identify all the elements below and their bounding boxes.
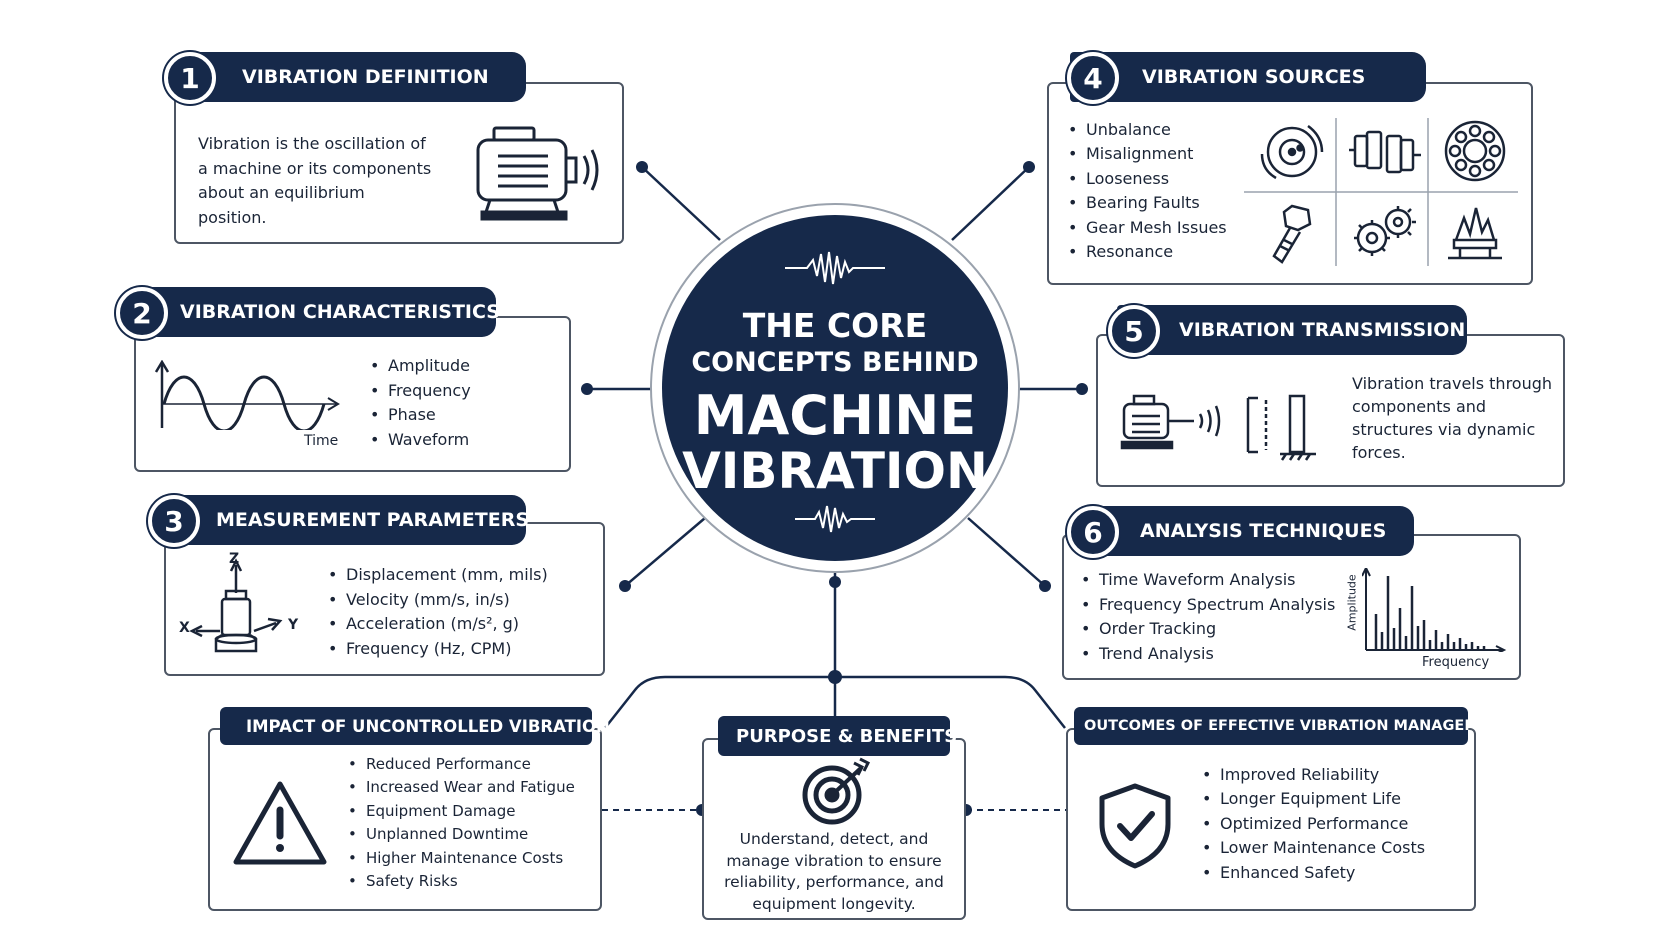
- list-item: Bearing Faults: [1066, 191, 1227, 216]
- list-item: Frequency (Hz, CPM): [326, 637, 548, 662]
- list-item: Looseness: [1066, 167, 1227, 192]
- section-transmission-badge: 5: [1108, 305, 1160, 357]
- center-title-line4: VIBRATION: [682, 442, 988, 500]
- resonance-structure-icon: [1442, 200, 1508, 264]
- section-transmission-title: VIBRATION TRANSMISSION: [1179, 319, 1466, 341]
- section-characteristics-badge: 2: [116, 287, 168, 339]
- section-sources-title: VIBRATION SOURCES: [1142, 66, 1366, 88]
- unbalance-rotor-icon: [1256, 118, 1328, 184]
- list-item: Unplanned Downtime: [346, 823, 575, 847]
- section-definition-title: VIBRATION DEFINITION: [242, 66, 489, 88]
- section-transmission-text: Vibration travels through components and…: [1352, 374, 1553, 462]
- list-item: Phase: [368, 403, 471, 428]
- sine-wave-icon: [152, 360, 342, 430]
- section-characteristics-title: VIBRATION CHARACTERISTICS: [180, 301, 500, 323]
- section-sources-badge: 4: [1067, 52, 1119, 104]
- analysis-list: Time Waveform Analysis Frequency Spectru…: [1079, 568, 1335, 666]
- list-item: Safety Risks: [346, 870, 575, 894]
- purpose-card: [702, 738, 966, 920]
- list-item: Gear Mesh Issues: [1066, 216, 1227, 241]
- accelerometer-sensor-icon: [180, 553, 300, 657]
- list-item: Amplitude: [368, 354, 471, 379]
- sources-grid-lines: [1244, 118, 1518, 266]
- spectrum-y-axis-label: Amplitude: [1345, 574, 1359, 631]
- list-item: Enhanced Safety: [1200, 861, 1425, 886]
- list-item: Displacement (mm, mils): [326, 563, 548, 588]
- section-measurement-badge: 3: [148, 495, 200, 547]
- list-item: Order Tracking: [1079, 617, 1335, 642]
- outcomes-list: Improved Reliability Longer Equipment Li…: [1200, 763, 1425, 885]
- frequency-spectrum-icon: [1362, 568, 1508, 652]
- section-measurement-header: MEASUREMENT PARAMETERS: [180, 495, 530, 545]
- vibration-wave-icon: [785, 248, 885, 288]
- section-sources-header: VIBRATION SOURCES: [1070, 52, 1426, 102]
- list-item: Equipment Damage: [346, 800, 575, 824]
- impact-title: IMPACT OF UNCONTROLLED VIBRATION: [246, 716, 610, 736]
- section-analysis-badge: 6: [1067, 506, 1119, 558]
- list-item: Optimized Performance: [1200, 812, 1425, 837]
- center-title-line2: CONCEPTS BEHIND: [691, 347, 979, 378]
- motor-transmission-wall-icon: [1120, 392, 1320, 462]
- target-arrow-icon: [798, 757, 874, 827]
- list-item: Lower Maintenance Costs: [1200, 836, 1425, 861]
- list-item: Misalignment: [1066, 142, 1227, 167]
- section-measurement-title: MEASUREMENT PARAMETERS: [216, 509, 530, 531]
- electric-motor-vibrating-icon: [468, 122, 608, 222]
- section-analysis-header: ANALYSIS TECHNIQUES: [1080, 506, 1414, 556]
- list-item: Time Waveform Analysis: [1079, 568, 1335, 593]
- list-item: Unbalance: [1066, 118, 1227, 143]
- list-item: Frequency Spectrum Analysis: [1079, 593, 1335, 618]
- sources-list: Unbalance Misalignment Looseness Bearing…: [1066, 118, 1227, 265]
- outcomes-header: OUTCOMES OF EFFECTIVE VIBRATION MANAGEME…: [1074, 707, 1511, 745]
- purpose-text: Understand, detect, and manage vibration…: [724, 830, 944, 913]
- center-title-line3: MACHINE: [693, 384, 977, 447]
- purpose-header: PURPOSE & BENEFITS: [718, 716, 957, 756]
- meshing-gears-icon: [1350, 202, 1420, 262]
- list-item: Velocity (mm/s, in/s): [326, 588, 548, 613]
- section-characteristics-header: VIBRATION CHARACTERISTICS: [146, 287, 500, 337]
- loose-bolt-icon: [1262, 200, 1322, 266]
- list-item: Waveform: [368, 428, 471, 453]
- misaligned-coupling-icon: [1349, 128, 1421, 176]
- axis-z-label: Z: [229, 551, 240, 567]
- measurement-list: Displacement (mm, mils) Velocity (mm/s, …: [326, 563, 548, 661]
- list-item: Trend Analysis: [1079, 642, 1335, 667]
- impact-header: IMPACT OF UNCONTROLLED VIBRATION: [220, 707, 610, 745]
- section-definition-text: Vibration is the oscillation of a machin…: [198, 134, 432, 227]
- list-item: Reduced Performance: [346, 753, 575, 777]
- axis-y-label: Y: [288, 617, 299, 633]
- impact-list: Reduced Performance Increased Wear and F…: [346, 753, 575, 894]
- section-transmission-header: VIBRATION TRANSMISSION: [1117, 305, 1467, 355]
- list-item: Improved Reliability: [1200, 763, 1425, 788]
- list-item: Higher Maintenance Costs: [346, 847, 575, 871]
- characteristics-list: Amplitude Frequency Phase Waveform: [368, 354, 471, 452]
- ball-bearing-icon: [1442, 118, 1508, 184]
- section-definition-header: VIBRATION DEFINITION: [192, 52, 526, 102]
- list-item: Increased Wear and Fatigue: [346, 776, 575, 800]
- list-item: Resonance: [1066, 240, 1227, 265]
- shield-check-icon: [1094, 780, 1176, 872]
- spectrum-x-axis-label: Frequency: [1422, 655, 1490, 670]
- center-title-line1: THE CORE: [742, 306, 928, 345]
- vibration-wave-icon-bottom: [795, 502, 875, 536]
- sine-wave-axis-label: Time: [304, 433, 339, 449]
- purpose-title: PURPOSE & BENEFITS: [736, 725, 958, 747]
- list-item: Frequency: [368, 379, 471, 404]
- section-analysis-title: ANALYSIS TECHNIQUES: [1140, 520, 1387, 542]
- outcomes-title: OUTCOMES OF EFFECTIVE VIBRATION MANAGEME…: [1084, 718, 1511, 734]
- axis-x-label: X: [179, 620, 190, 636]
- warning-triangle-icon: [230, 778, 330, 868]
- list-item: Acceleration (m/s², g): [326, 612, 548, 637]
- section-definition-badge: 1: [164, 52, 216, 104]
- list-item: Longer Equipment Life: [1200, 787, 1425, 812]
